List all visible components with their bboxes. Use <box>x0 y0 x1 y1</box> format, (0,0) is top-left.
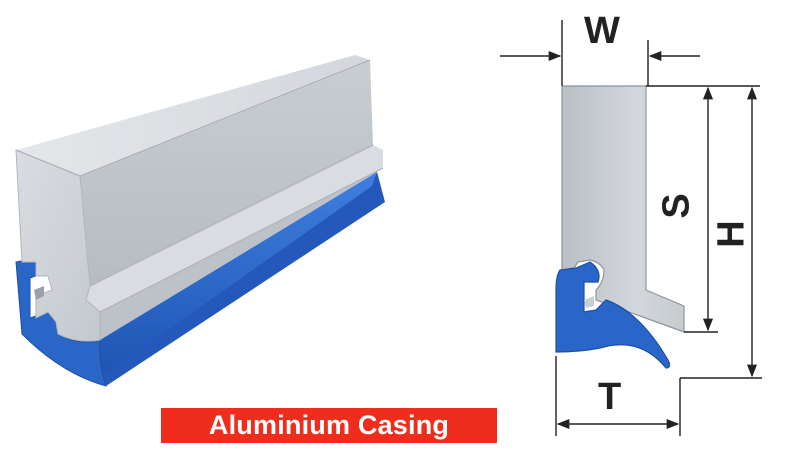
casing-slot <box>34 286 44 300</box>
dimension-label-width: W <box>584 10 620 52</box>
dimension-label-thickness: T <box>598 376 622 418</box>
casing-end-face <box>15 149 101 342</box>
dimension-lines <box>500 20 762 436</box>
caption-banner: Aluminium Casing <box>161 408 497 443</box>
rubber-blade-front <box>55 172 377 372</box>
dimension-label-height: H <box>710 220 753 248</box>
casing-top-face <box>16 55 370 176</box>
cross-section-view <box>555 85 685 369</box>
dimension-label-squeegee: S <box>655 193 698 219</box>
profile-rubber <box>555 261 671 369</box>
profile-aluminium <box>561 85 685 333</box>
squeegee-3d-view <box>15 55 385 387</box>
casing-lower-lip <box>100 168 383 340</box>
casing-shoulder <box>86 145 383 312</box>
casing-front-face <box>80 60 373 286</box>
